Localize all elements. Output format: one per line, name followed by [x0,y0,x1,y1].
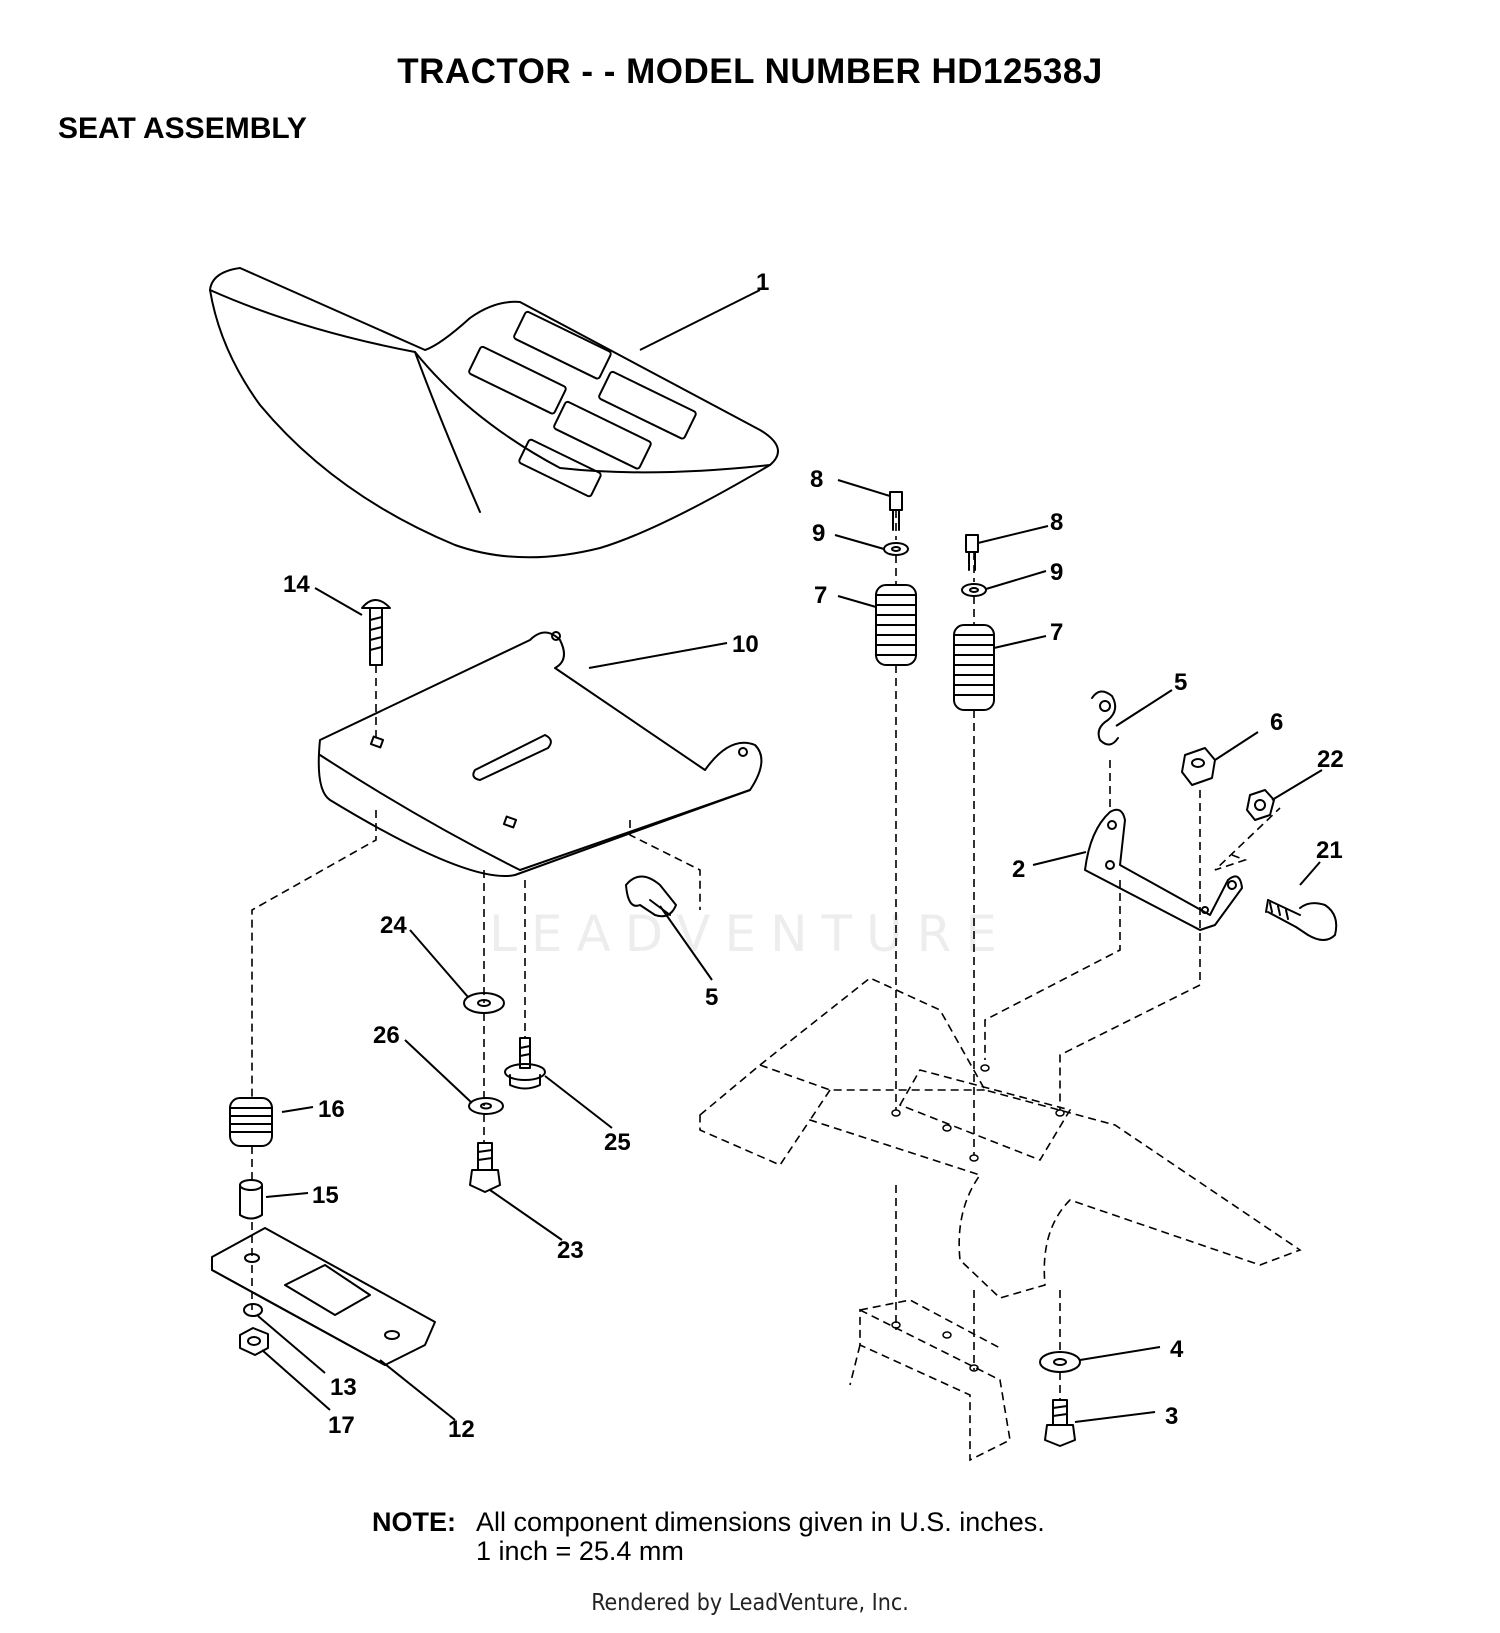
callout-16: 16 [318,1096,345,1123]
frame-holes [891,1064,1065,1372]
hex-bolt-3 [1044,1399,1076,1447]
seat-part [209,267,779,559]
callout-6: 6 [1270,709,1283,736]
dimension-note: NOTE: All component dimensions given in U… [372,1508,1045,1566]
callout-12: 12 [448,1416,475,1443]
callout-3: 3 [1165,1403,1178,1430]
assembly-lines [251,510,1281,1400]
callout-8-right: 8 [1050,509,1063,536]
callout-5-right: 5 [1174,669,1187,696]
callout-13: 13 [330,1374,357,1401]
callout-2: 2 [1012,856,1025,883]
flange-bolt-25 [504,1037,546,1090]
callout-7-left: 7 [814,582,827,609]
callout-14: 14 [283,571,310,598]
callout-15: 15 [312,1182,339,1209]
carriage-bolt-14 [361,599,391,666]
spacer-15 [239,1179,263,1220]
footer-credit: Rendered by LeadVenture, Inc. [591,1590,909,1616]
callout-numbers: 1 10 14 8 9 7 8 9 7 5 6 22 21 2 5 24 26 … [283,269,1344,1443]
lock-washer-13 [243,1303,263,1317]
note-text: All component dimensions given in U.S. i… [476,1508,1045,1566]
shoulder-bolt-21 [1265,899,1338,941]
clip-part-5-lower [625,875,677,918]
seat-pan-part [317,631,763,877]
section-title: SEAT ASSEMBLY [58,112,307,145]
callout-17: 17 [328,1412,355,1439]
washer-4 [1039,1351,1081,1373]
callout-1: 1 [756,269,769,296]
hex-bolt-23 [469,1142,501,1193]
page-title: TRACTOR - - MODEL NUMBER HD12538J [397,52,1103,91]
callout-22: 22 [1317,746,1344,773]
note-label: NOTE: [372,1507,456,1537]
callout-9-left: 9 [812,520,825,547]
lock-nut-6 [1181,747,1216,786]
leader-lines [257,289,1323,1423]
callout-4: 4 [1170,1336,1184,1363]
callout-23: 23 [557,1237,584,1264]
callout-5-lower: 5 [705,984,718,1011]
callout-10: 10 [732,631,759,658]
watermark-logo: LEADVENTURE [489,905,1011,963]
callout-25: 25 [604,1129,631,1156]
tractor-frame-phantom [699,977,1302,1462]
callout-24: 24 [380,912,407,939]
callout-9-right: 9 [1050,559,1063,586]
lock-washer-26 [468,1097,504,1115]
clip-part-5-right [1091,690,1119,746]
spring-16 [229,1097,273,1147]
callout-7-right: 7 [1050,619,1063,646]
callout-21: 21 [1316,837,1343,864]
callout-8-left: 8 [810,466,823,493]
hex-nut-17 [239,1327,269,1356]
adjustment-plate-12 [211,1227,436,1366]
bracket-part-2 [1084,808,1243,931]
note-line-2: 1 inch = 25.4 mm [476,1536,684,1566]
callout-26: 26 [373,1022,400,1049]
note-line-1: All component dimensions given in U.S. i… [476,1507,1045,1537]
nut-22 [1246,789,1275,821]
